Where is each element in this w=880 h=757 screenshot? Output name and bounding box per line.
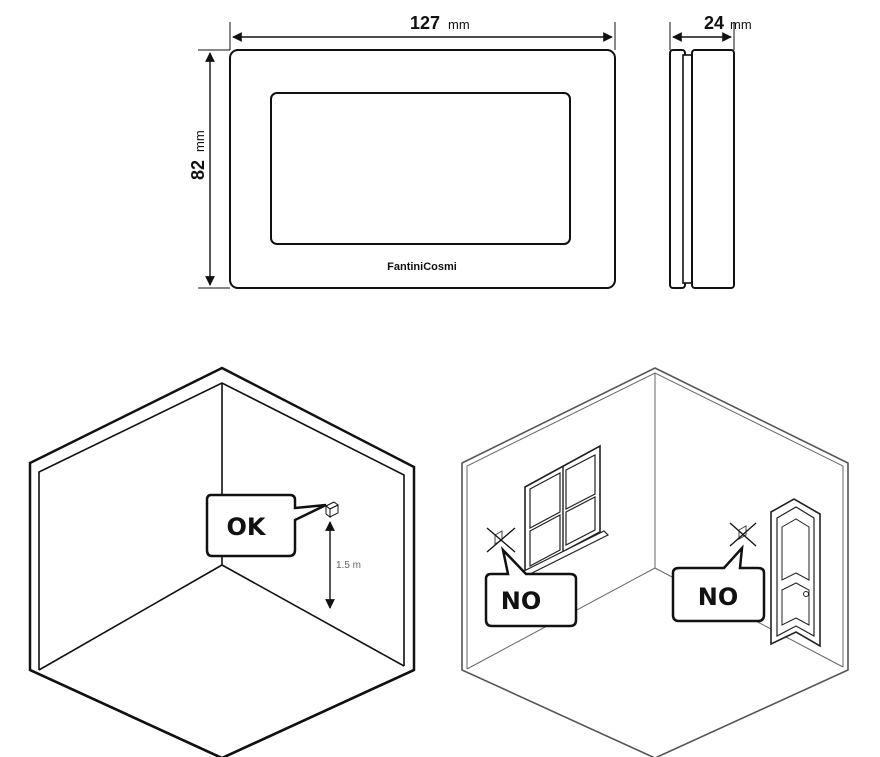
- ok-label: OK: [227, 513, 267, 541]
- height-value: 82: [188, 160, 208, 180]
- room-ok: 1.5 m OK: [28, 366, 416, 757]
- no-label-door: NO: [698, 583, 739, 611]
- depth-label: 24 mm: [704, 13, 752, 33]
- crossed-thermostat-window: [486, 527, 516, 553]
- width-value: 127: [410, 13, 440, 33]
- height-unit: mm: [192, 130, 207, 152]
- depth-unit: mm: [730, 17, 752, 32]
- brand-logo: FantiniCosmi: [387, 261, 457, 273]
- width-label: 127 mm: [410, 13, 470, 33]
- crossed-thermostat-door: [729, 522, 757, 547]
- device-screen: [270, 92, 571, 245]
- mounting-height-label: 1.5 m: [336, 560, 361, 571]
- no-callout-door: NO: [671, 544, 766, 623]
- height-dimension: 82 mm: [188, 49, 230, 289]
- side-body: [691, 49, 735, 289]
- width-unit: mm: [448, 17, 470, 32]
- thermostat-icon: [325, 501, 339, 518]
- door-icon: [770, 498, 821, 648]
- depth-value: 24: [704, 13, 724, 33]
- device-front-view: FantiniCosmi: [229, 49, 616, 289]
- no-callout-window: NO: [484, 545, 578, 628]
- device-side-view: [669, 49, 735, 289]
- side-bezel: [682, 54, 693, 284]
- no-label-window: NO: [501, 587, 542, 615]
- ok-callout: OK: [205, 493, 327, 558]
- width-dimension: 127 mm: [229, 13, 616, 50]
- height-label: 82 mm: [188, 130, 208, 180]
- window-icon: [516, 444, 610, 579]
- depth-dimension: 24 mm: [669, 13, 752, 50]
- room-no: NO NO: [461, 367, 849, 757]
